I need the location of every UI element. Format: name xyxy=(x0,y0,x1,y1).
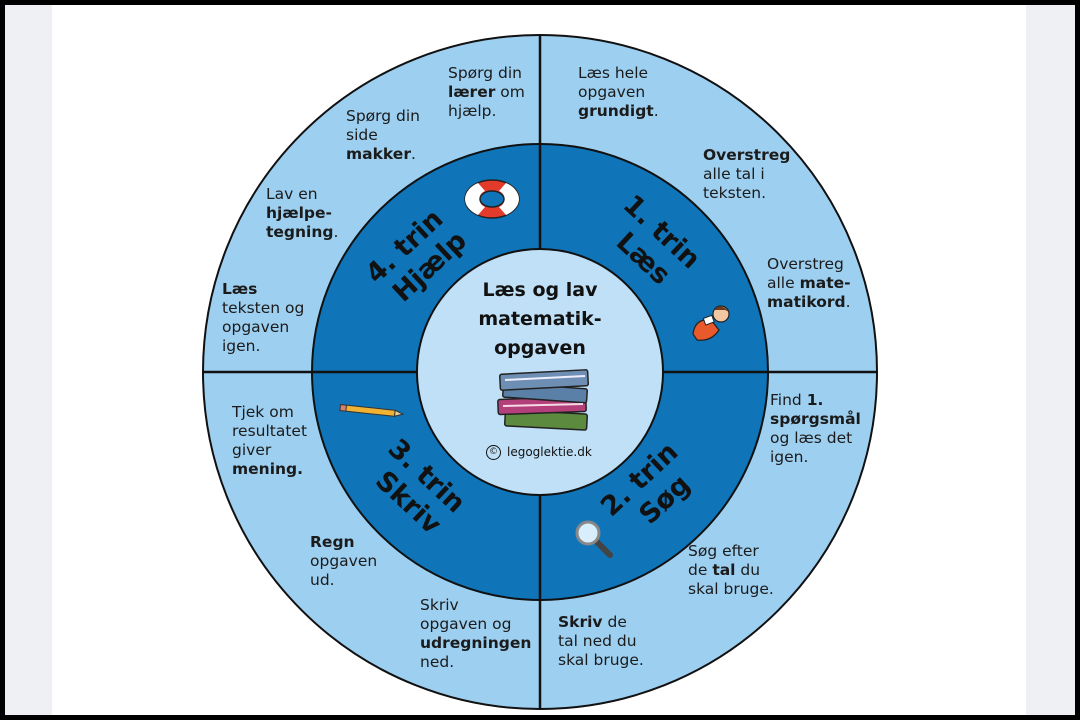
pencil-icon xyxy=(339,404,405,417)
center-title: Læs og lav matematik- opgaven xyxy=(440,276,640,363)
lifebuoy-icon xyxy=(464,179,520,219)
center-title-line-1: Læs og lav xyxy=(482,279,598,301)
credit: © legoglektie.dk xyxy=(486,445,592,460)
books-icon xyxy=(497,369,590,431)
center-title-line-2: matematik- xyxy=(478,308,602,330)
copyright-icon: © xyxy=(486,445,501,460)
reading-person-icon xyxy=(692,305,730,341)
center-title-line-3: opgaven xyxy=(494,337,586,359)
magnifier-icon xyxy=(575,520,613,558)
credit-text: legoglektie.dk xyxy=(507,445,592,459)
